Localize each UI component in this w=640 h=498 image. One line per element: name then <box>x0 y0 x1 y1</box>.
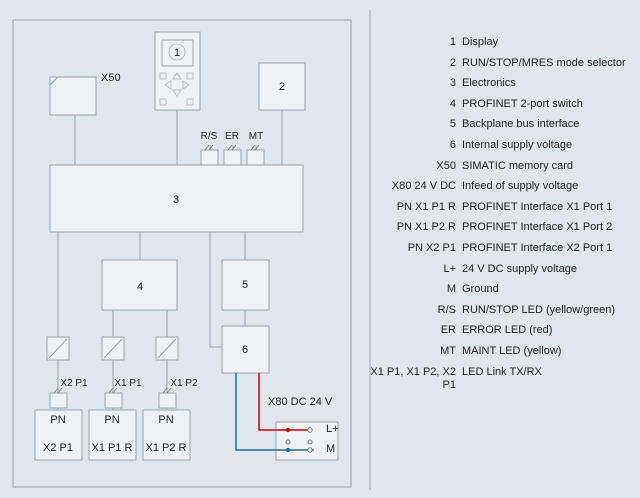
legend-key: MT <box>440 344 456 357</box>
legend-key: PN X1 P1 R <box>396 200 456 213</box>
legend-key: 3 <box>449 77 456 90</box>
legend-key: 2 <box>449 56 456 69</box>
legend-item: R/S RUN/STOP LED (yellow/green) <box>378 304 640 325</box>
legend-key: L+ <box>443 262 456 275</box>
legend-key: PN X2 P1 <box>407 241 456 254</box>
legend-item: 1 Display <box>378 36 640 57</box>
legend-item: X1 P1, X1 P2, X2 P1 LED Link TX/RX <box>370 365 640 396</box>
legend-key: X1 P1, X1 P2, X2 P1 <box>370 365 456 391</box>
port-box-x1p2 <box>142 409 191 461</box>
led-label-rs: R/S <box>201 131 218 142</box>
outer-frame <box>12 19 352 488</box>
legend-item: PN X2 P1 PROFINET Interface X2 Port 1 <box>378 242 640 263</box>
legend-desc: Electronics <box>462 77 516 90</box>
x50-label: X50 <box>101 72 121 84</box>
legend-desc: Display <box>462 36 499 48</box>
legend-key: 6 <box>449 138 456 151</box>
led-label-mt: MT <box>249 131 263 142</box>
display-screen <box>161 39 194 67</box>
legend-desc: PROFINET Interface X2 Port 1 <box>462 241 613 254</box>
legend-desc: Backplane bus interface <box>462 118 580 131</box>
legend-item: ER ERROR LED (red) <box>378 324 640 345</box>
legend-key: 1 <box>449 36 456 48</box>
led-arrow-icons <box>53 144 260 394</box>
port-box-x1p2-line2: X1 P2 R <box>146 442 187 454</box>
backplane-number: 5 <box>242 279 248 291</box>
legend-desc: SIMATIC memory card <box>462 159 574 172</box>
legend-item: 4 PROFINET 2-port switch <box>378 98 640 119</box>
legend-desc: Infeed of supply voltage <box>462 180 579 193</box>
supply-number: 6 <box>242 344 248 356</box>
legend-desc: RUN/STOP/MRES mode selector <box>462 56 626 69</box>
supply-box <box>221 325 270 374</box>
port-box-x2p1 <box>34 409 83 461</box>
legend-desc: 24 V DC supply voltage <box>462 262 577 275</box>
legend-key: PN X1 P2 R <box>396 221 456 234</box>
legend-key: ER <box>440 324 456 337</box>
port-box-x1p1 <box>88 409 137 461</box>
port-box-x1p2-line1: PN <box>158 414 173 426</box>
electronics-box <box>49 164 304 233</box>
electronics-number: 3 <box>173 194 179 206</box>
legend-item: MT MAINT LED (yellow) <box>378 345 640 366</box>
legend-desc: Internal supply voltage <box>462 138 573 151</box>
backplane-box <box>221 259 270 311</box>
port-led-label-x1p2: X1 P2 <box>170 378 198 389</box>
legend-key: X50 <box>436 159 456 172</box>
legend-key: X80 24 V DC <box>391 180 456 193</box>
legend-desc: LED Link TX/RX <box>462 365 542 378</box>
led-label-er: ER <box>225 131 239 142</box>
transformer-icons <box>46 336 179 361</box>
x80-minus-label: M <box>326 443 335 455</box>
legend-key: R/S <box>437 303 456 316</box>
x80-plus-label: L+ <box>326 423 339 435</box>
positive-wire <box>258 373 308 431</box>
switch-number: 4 <box>137 281 143 293</box>
x80-title: X80 DC 24 V <box>268 396 333 408</box>
mode-selector-box <box>258 62 306 111</box>
port-led-label-x2p1: X2 P1 <box>60 378 88 389</box>
port-box-x1p1-line1: PN <box>104 414 119 426</box>
display-keypad-icon <box>159 72 194 106</box>
legend-item: PN X1 P1 R PROFINET Interface X1 Port 1 <box>378 201 640 222</box>
legend-desc: PROFINET 2-port switch <box>462 97 583 110</box>
legend-item: M Ground <box>378 283 640 304</box>
port-led-label-x1p1: X1 P1 <box>114 378 142 389</box>
port-box-x2p1-line1: PN <box>50 414 65 426</box>
legend-desc: ERROR LED (red) <box>462 324 553 337</box>
mode-selector-number: 2 <box>279 81 285 93</box>
legend-item: 2 RUN/STOP/MRES mode selector <box>378 57 640 78</box>
switch-box <box>101 259 178 311</box>
legend-key: 5 <box>449 118 456 131</box>
legend-item: 5 Backplane bus interface <box>378 118 640 139</box>
legend-item: L+ 24 V DC supply voltage <box>378 263 640 284</box>
x50-card-shape <box>49 76 97 116</box>
legend-item: X50 SIMATIC memory card <box>378 160 640 181</box>
legend-item: 3 Electronics <box>378 77 640 98</box>
legend-item: PN X1 P2 R PROFINET Interface X1 Port 2 <box>378 221 640 242</box>
legend-key: 4 <box>449 97 456 110</box>
legend-desc: RUN/STOP LED (yellow/green) <box>462 303 616 316</box>
display-number: 1 <box>174 47 180 59</box>
legend-item: X80 24 V DC Infeed of supply voltage <box>378 180 640 201</box>
status-led-icons <box>49 149 265 409</box>
legend-desc: PROFINET Interface X1 Port 1 <box>462 200 613 213</box>
legend-item: 6 Internal supply voltage <box>378 139 640 160</box>
legend-desc: Ground <box>462 283 499 296</box>
legend-desc: PROFINET Interface X1 Port 2 <box>462 221 613 234</box>
port-box-x1p1-line2: X1 P1 R <box>92 442 133 454</box>
legend-key: M <box>446 283 456 296</box>
legend-desc: MAINT LED (yellow) <box>462 344 562 357</box>
port-box-x2p1-line2: X2 P1 <box>43 442 73 454</box>
terminal-icons <box>285 427 313 453</box>
